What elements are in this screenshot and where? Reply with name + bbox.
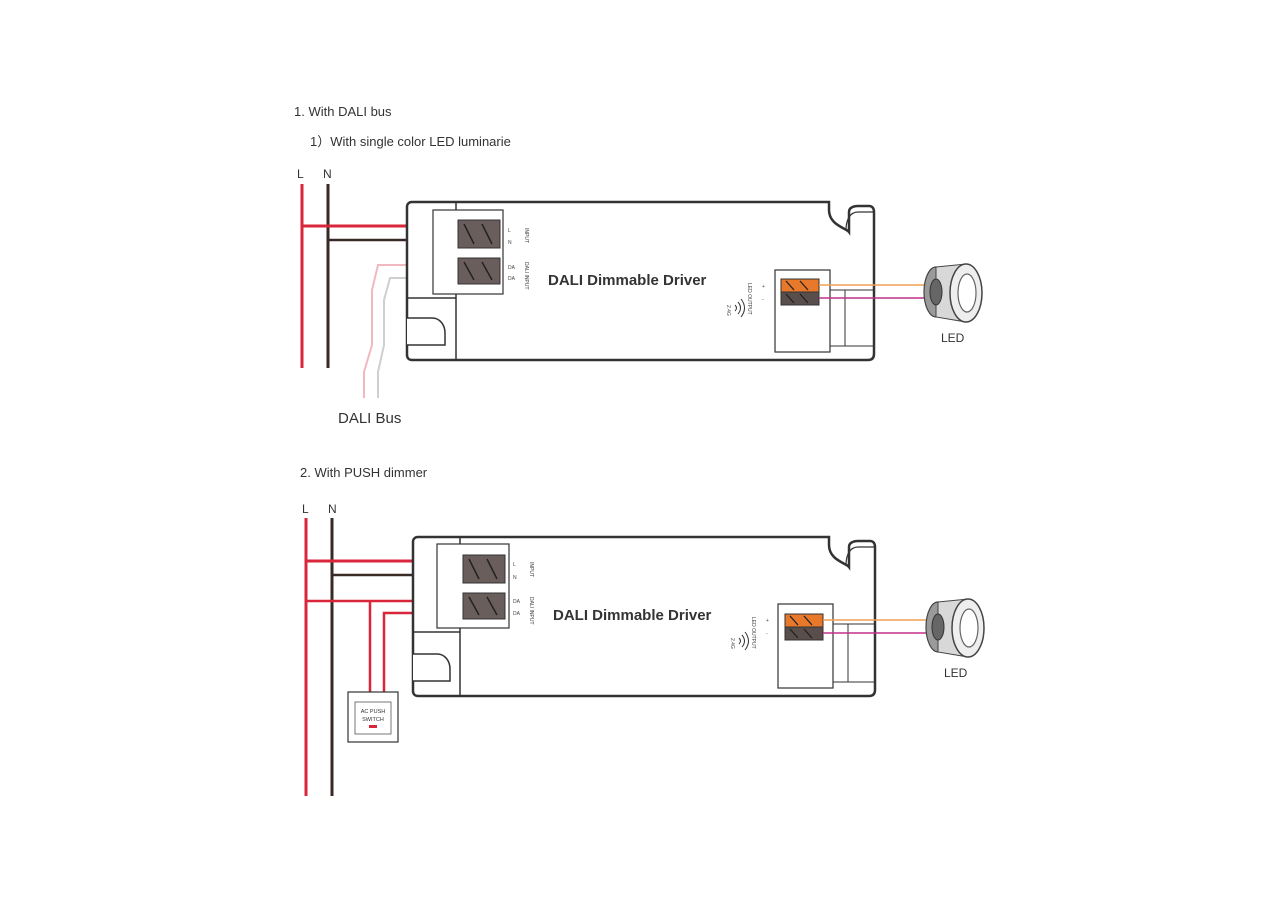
section1-led-label: LED (941, 331, 965, 345)
section1-wireless-icon: 2.4G (725, 298, 745, 318)
section2-l-label: L (302, 502, 309, 516)
section1-driver: L N DA DA INPUT DALI INPUT DALI Dimmable… (405, 200, 876, 362)
section2-dali-da2: DA (513, 611, 521, 617)
section2-input-n: N (513, 575, 517, 581)
section1-subheading: 1）With single color LED luminarie (310, 134, 511, 149)
section1-dali-da1: DA (508, 265, 516, 271)
section2-led-label: LED (944, 666, 968, 680)
section2-led-lamp (925, 598, 985, 658)
section2-driver: L N DA DA INPUT DALI INPUT DALI Dimmable… (411, 535, 877, 698)
section1-output-label: LED OUTPUT (746, 283, 752, 315)
section1-output-plus-label: + (762, 284, 765, 290)
section1-heading: 1. With DALI bus (294, 104, 392, 119)
section2-dali-port-label: DALI INPUT (528, 597, 534, 625)
section2-input-l: L (513, 562, 516, 568)
section1-input-l: L (508, 228, 511, 234)
section1-dali-wire-2 (377, 277, 468, 398)
section1-n-label: N (323, 167, 332, 181)
section1-driver-label: DALI Dimmable Driver (548, 272, 707, 289)
section2-push-switch: AC PUSH SWITCH (347, 691, 399, 743)
section2-input-terminal (462, 554, 506, 584)
section1-input-n: N (508, 240, 512, 246)
section1-wiring: L N DALI Bus L (297, 167, 983, 427)
section2-n-label: N (328, 502, 337, 516)
section2-dali-da1: DA (513, 599, 521, 605)
section2-output-label: LED OUTPUT (750, 617, 756, 649)
section2-output-plus-label: + (766, 618, 769, 624)
section2-heading: 2. With PUSH dimmer (300, 465, 428, 480)
section1-dali-da2: DA (508, 276, 516, 282)
section1-dali-port-label: DALI INPUT (523, 262, 529, 290)
section2-switch-label-2: SWITCH (362, 717, 384, 723)
section2-rf-label: 2.4G (729, 638, 735, 649)
section1-l-label: L (297, 167, 304, 181)
section1-output-minus-label: - (762, 297, 764, 303)
section2-switch-label-1: AC PUSH (361, 709, 385, 715)
section2-wireless-icon: 2.4G (729, 631, 749, 651)
section1-input-label: INPUT (523, 228, 529, 243)
section2-input-label: INPUT (528, 562, 534, 577)
section2-driver-label: DALI Dimmable Driver (553, 607, 712, 624)
section1-dali-bus-label: DALI Bus (338, 410, 401, 427)
section2-output-minus-label: - (766, 631, 768, 637)
section2-wiring: L N AC PUSH SWITCH (302, 502, 985, 796)
section1-rf-label: 2.4G (725, 305, 731, 316)
section1-led-lamp (923, 263, 983, 323)
section1-dali-wire-1 (363, 264, 468, 398)
